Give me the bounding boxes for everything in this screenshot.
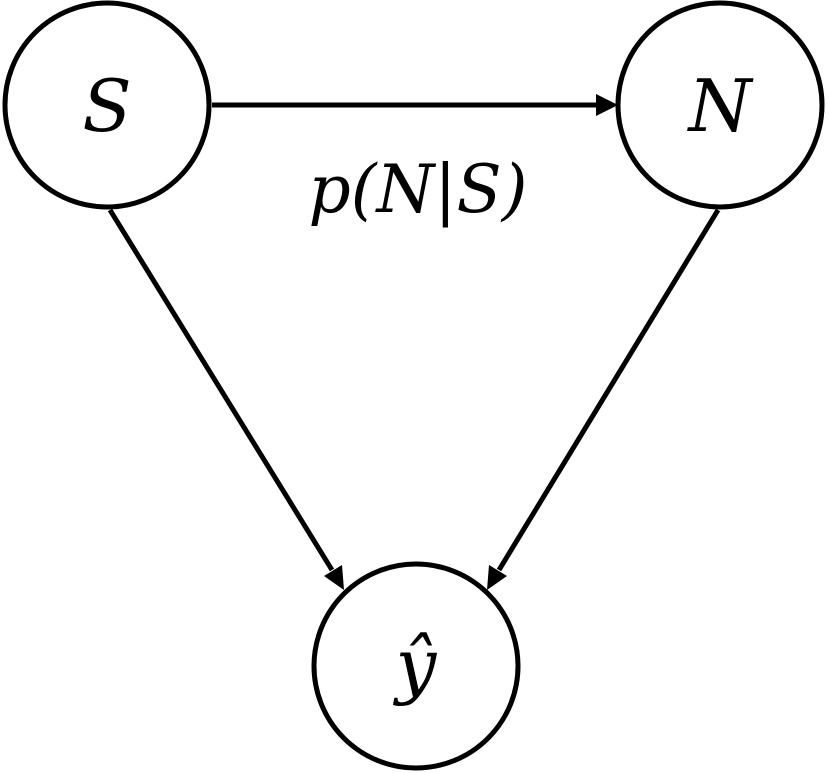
node-n-label: N: [687, 64, 755, 148]
node-s: S: [2, 0, 212, 210]
edge-label-s-to-n: p(N|S): [309, 151, 528, 228]
arrowhead-s-to-n: [596, 94, 618, 116]
node-y-hat: ŷ: [311, 561, 521, 771]
edge-s-to-n: [212, 94, 618, 116]
edge-s-to-y: [107, 208, 344, 590]
arrowhead-n-to-y: [487, 565, 507, 590]
node-y-hat-circle: [311, 561, 521, 771]
node-y-hat-label: ŷ: [393, 623, 438, 707]
edge-n-to-y: [487, 208, 721, 590]
node-s-circle: [2, 0, 212, 210]
node-s-label: S: [82, 64, 131, 148]
node-n: N: [615, 0, 825, 210]
node-n-circle: [615, 0, 825, 210]
arrowhead-s-to-y: [324, 565, 344, 590]
